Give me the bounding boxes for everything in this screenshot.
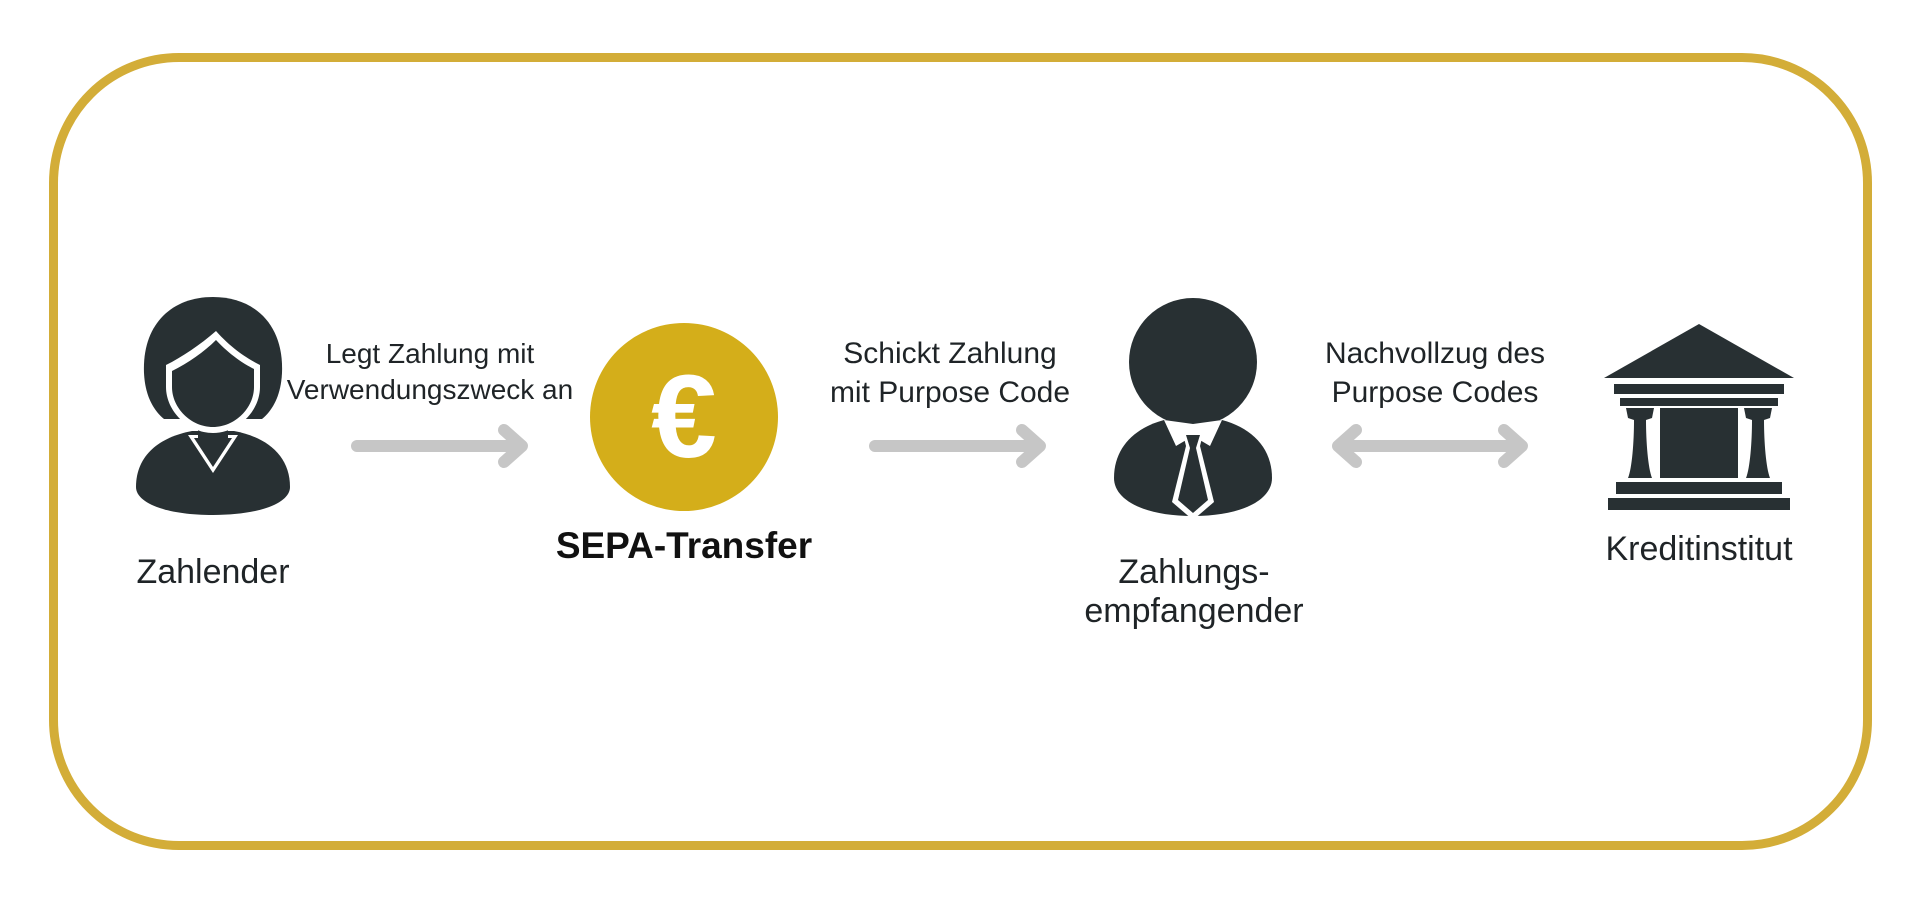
edge-label-transfer-payee: Schickt Zahlung mit Purpose Code [800,334,1100,412]
woman-user-icon [136,297,290,515]
transfer-label: SEPA-Transfer [555,525,813,566]
edge-label-line: Schickt Zahlung [843,337,1057,370]
payee-node [1112,296,1274,522]
arrow-right-icon [351,424,528,468]
euro-symbol: € [651,351,717,483]
payer-label: Zahlender [136,553,290,591]
edge-label-line: Legt Zahlung mit [325,338,535,369]
edge-label-payee-bank: Nachvollzug des Purpose Codes [1285,334,1585,412]
arrow-right-payer-transfer [351,424,532,468]
edge-label-line: Verwendungszweck an [286,374,574,406]
bank-label: Kreditinstitut [1605,530,1793,568]
payer-node [130,295,296,525]
diagram-frame [49,53,1872,850]
euro-coin-icon [590,323,778,511]
double-arrow-icon [1332,424,1528,468]
bank-node [1602,322,1796,512]
edge-label-payer-transfer: Legt Zahlung mit Verwendungszweck an [280,336,580,409]
arrow-right-icon [869,424,1046,468]
payee-label: Zahlungs- empfangender [1044,553,1344,631]
bank-building-icon [1604,324,1794,510]
businessman-icon [1114,298,1272,520]
transfer-node: € [590,323,778,511]
arrow-both-payee-bank [1330,424,1530,468]
edge-label-line: Purpose Codes [1331,376,1539,409]
edge-label-line: Nachvollzug des [1324,337,1546,370]
payee-label-line: empfangender [1084,592,1304,631]
arrow-right-transfer-payee [869,424,1050,468]
edge-label-line: mit Purpose Code [829,376,1071,409]
payee-label-line: Zahlungs- [1118,553,1270,591]
